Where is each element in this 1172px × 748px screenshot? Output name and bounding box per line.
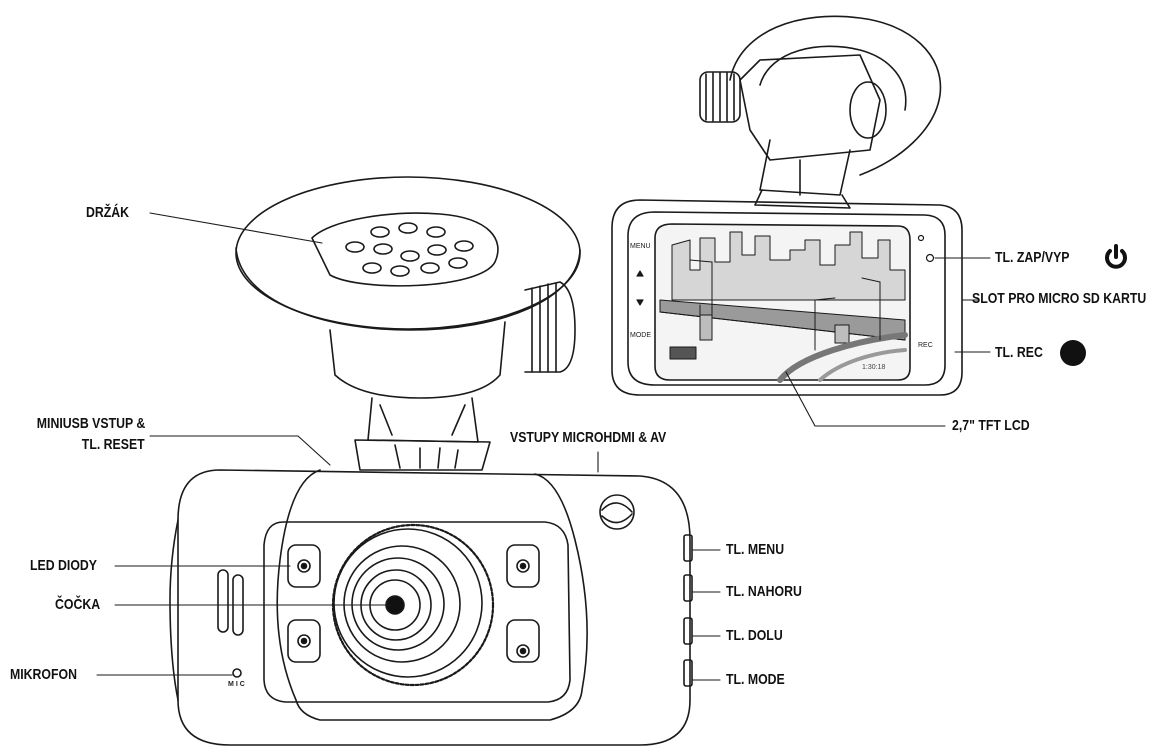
record-dot-icon [1060, 340, 1086, 366]
label-slot: SLOT PRO MICRO SD KARTU [972, 290, 1147, 307]
front-body [169, 469, 693, 746]
label-miniusb-1: MINIUSB VSTUP & [36, 415, 145, 432]
label-cocka: ČOČKA [55, 596, 101, 613]
arrow-down-icon [636, 299, 644, 306]
label-rec: TL. REC [995, 344, 1043, 361]
screen-mode-mark: MODE [630, 332, 651, 339]
label-microhdmi: VSTUPY MICROHDMI & AV [510, 429, 667, 446]
label-nahoru: TL. NAHORU [726, 583, 802, 600]
label-dolu: TL. DOLU [726, 627, 783, 644]
label-mode: TL. MODE [726, 671, 785, 688]
label-lcd: 2,7" TFT LCD [952, 417, 1030, 434]
label-mikrofon: MIKROFON [10, 666, 77, 683]
screen-rec-mark: REC [918, 342, 933, 349]
label-zap: TL. ZAP/VYP [995, 249, 1070, 266]
label-menu: TL. MENU [726, 541, 785, 558]
label-miniusb-2: TL. RESET [82, 436, 145, 453]
front-mount [235, 176, 581, 471]
mic-hole [232, 668, 242, 678]
lcd-screen-scene [659, 231, 908, 383]
back-view-icons [636, 234, 935, 306]
screen-menu-mark: MENU [630, 243, 651, 250]
mic-mark: MIC [228, 681, 247, 688]
back-view-mount [699, 15, 942, 209]
led-modules [287, 544, 540, 663]
screen-time-mark: 1:30:18 [862, 364, 886, 371]
power-small-icon [925, 253, 935, 263]
leader-lines [96, 212, 991, 681]
power-icon [1105, 244, 1127, 269]
label-led: LED DIODY [30, 557, 97, 574]
arrow-up-icon [636, 270, 644, 277]
label-drzak: DRŽÁK [86, 204, 130, 221]
